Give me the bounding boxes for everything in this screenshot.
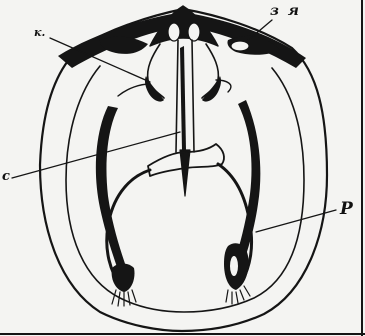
left-lower-termination (112, 264, 135, 293)
leader-line-r (256, 210, 336, 232)
label-k: к. (34, 27, 45, 38)
apex-right-aperture (188, 23, 200, 41)
label-zya: з я (270, 4, 301, 18)
median-septum-fill (180, 46, 186, 150)
left-cardinal-process (100, 37, 148, 54)
septum-spine (180, 150, 190, 196)
left-crus-tip (145, 76, 164, 102)
label-r: Р (340, 201, 353, 218)
left-loop-inner (118, 84, 150, 96)
right-termination-highlight (230, 256, 238, 276)
label-c: с (2, 170, 10, 183)
apex-left-aperture (168, 23, 180, 41)
